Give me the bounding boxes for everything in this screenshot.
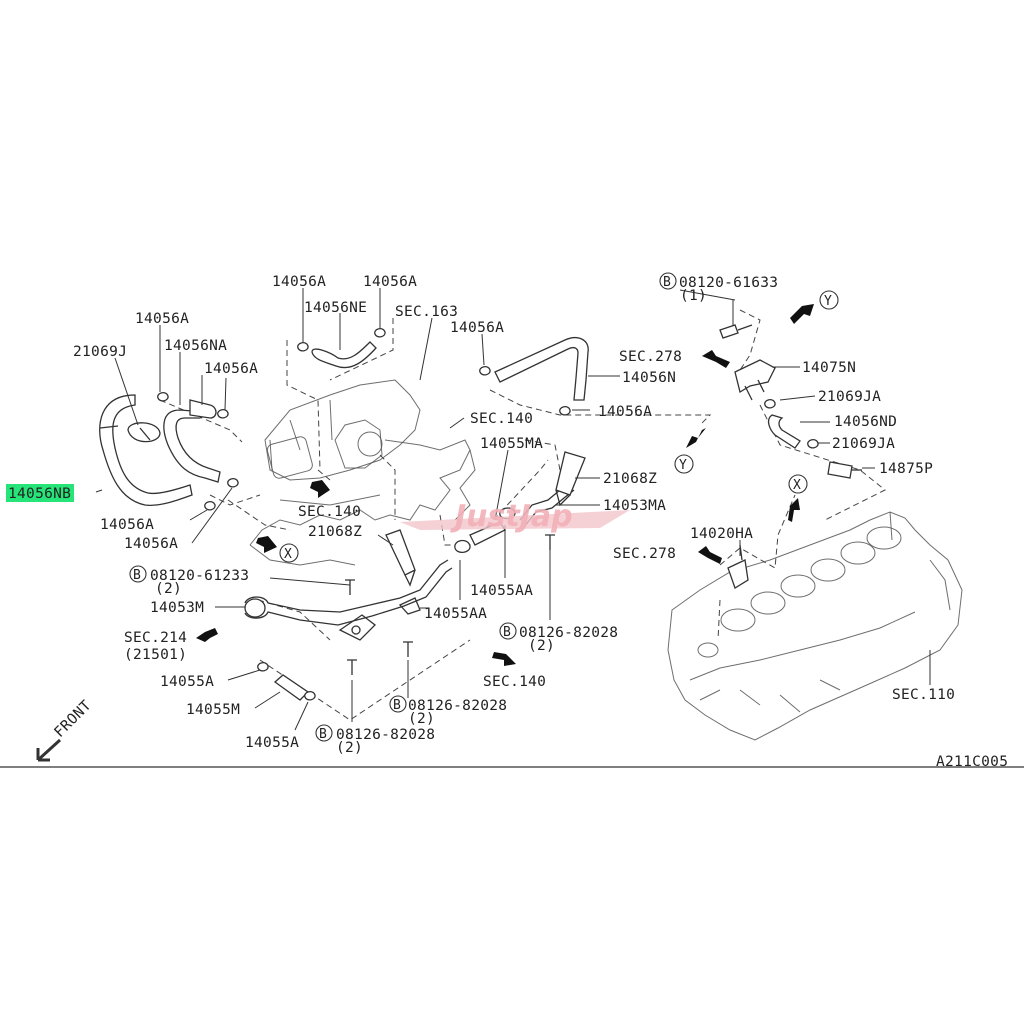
label-sec140-b: SEC.140 — [298, 504, 361, 520]
label-21069J: 21069J — [73, 344, 127, 360]
label-front: FRONT — [52, 698, 95, 741]
clip-21069J — [127, 422, 161, 443]
valve-14875P — [827, 461, 862, 479]
intake-manifold — [249, 379, 476, 566]
label-14020HA: 14020HA — [690, 526, 753, 542]
label-08120-61633: 08120-61633 — [679, 275, 778, 291]
label-14056A-top1: 14056A — [272, 274, 326, 290]
label-14056A-top3: 14056A — [450, 320, 504, 336]
marker-x-left — [279, 543, 299, 563]
label-14055AA-b: 14055AA — [424, 606, 487, 622]
label-14056NE: 14056NE — [304, 300, 367, 316]
watermark: JustJap — [400, 499, 630, 534]
bolt-marker-3: B — [503, 625, 511, 640]
watermark-text: JustJap — [450, 499, 573, 534]
hose-14056ND — [767, 414, 801, 449]
label-sec278-b: SEC.278 — [613, 546, 676, 562]
marker-x-left-label: X — [284, 547, 292, 562]
bolt-markers: B B B B B — [129, 272, 677, 742]
label-sec278-a: SEC.278 — [619, 349, 682, 365]
hose-14056NE — [311, 341, 377, 369]
direction-arrows — [36, 304, 814, 762]
label-08126-82028-c: 08126-82028 — [336, 727, 435, 743]
leader-lines — [95, 288, 875, 731]
label-08126-82028-a: 08126-82028 — [519, 625, 618, 641]
fitting-14075N — [734, 359, 776, 401]
marker-x-right-label: X — [793, 478, 801, 493]
label-14055M: 14055M — [186, 702, 240, 718]
label-08126-82028-b: 08126-82028 — [408, 698, 507, 714]
label-sec110: SEC.110 — [892, 687, 955, 703]
label-14056A-left: 14056A — [135, 311, 189, 327]
label-14056NA: 14056NA — [164, 338, 227, 354]
marker-y-mid-label: Y — [679, 458, 687, 473]
bolt-marker-1: B — [663, 275, 671, 290]
label-14053MA: 14053MA — [603, 498, 666, 514]
bolts — [345, 324, 753, 675]
clamps — [157, 328, 819, 701]
highlight-box-14056NB — [6, 484, 74, 502]
label-qty-1: (1) — [680, 288, 707, 304]
guide-lines — [159, 309, 886, 721]
label-qty-2d: (2) — [336, 740, 363, 756]
label-14875P: 14875P — [879, 461, 933, 477]
label-21068Z-left: 21068Z — [308, 524, 362, 540]
label-14055MA: 14055MA — [480, 436, 543, 452]
label-14075N: 14075N — [802, 360, 856, 376]
label-sec140-a: SEC.140 — [470, 411, 533, 427]
label-sec214: SEC.214 — [124, 630, 187, 646]
hose-14056NA — [163, 399, 221, 483]
label-sec140-c: SEC.140 — [483, 674, 546, 690]
label-14056ND: 14056ND — [834, 414, 897, 430]
label-21068Z-right: 21068Z — [603, 471, 657, 487]
label-08120-61233: 08120-61233 — [150, 568, 249, 584]
marker-x-right — [788, 474, 808, 494]
label-sec163: SEC.163 — [395, 304, 458, 320]
hose-14055M — [273, 674, 310, 701]
part-labels: 14056A 14056A 14056NE SEC.163 14056A 140… — [8, 274, 1008, 770]
label-14056A-bottom2: 14056A — [124, 536, 178, 552]
hose-14056N — [494, 337, 589, 401]
label-21069JA-a: 21069JA — [818, 389, 881, 405]
bolt-marker-4: B — [393, 698, 401, 713]
label-14055A-b: 14055A — [245, 735, 299, 751]
bolt-marker-2: B — [133, 568, 141, 583]
label-14056A-bottom1: 14056A — [100, 517, 154, 533]
label-14056A-mid: 14056A — [204, 361, 258, 377]
fitting-14020HA — [727, 544, 749, 589]
label-14055AA-a: 14055AA — [470, 583, 533, 599]
marker-y-top-label: Y — [824, 294, 832, 309]
label-qty-2a: (2) — [155, 581, 182, 597]
label-qty-2c: (2) — [408, 711, 435, 727]
marker-y-mid — [674, 454, 694, 474]
label-14056A-top2: 14056A — [363, 274, 417, 290]
label-diagram-code: A211C005 — [936, 754, 1008, 770]
label-14053M: 14053M — [150, 600, 204, 616]
label-14056NB: 14056NB — [8, 486, 71, 502]
marker-y-top — [819, 290, 839, 310]
label-21501: (21501) — [124, 647, 187, 663]
label-14056A-right: 14056A — [598, 404, 652, 420]
label-14056N: 14056N — [622, 370, 676, 386]
label-21069JA-b: 21069JA — [832, 436, 895, 452]
bolt-marker-5: B — [319, 727, 327, 742]
label-qty-2b: (2) — [528, 638, 555, 654]
engine-block — [667, 511, 963, 741]
label-14055A-a: 14055A — [160, 674, 214, 690]
filter-21068Z-left — [385, 529, 416, 587]
pipe-14053M — [244, 559, 453, 641]
hose-14056NB — [99, 394, 193, 506]
reference-markers: X X Y Y — [279, 290, 839, 563]
